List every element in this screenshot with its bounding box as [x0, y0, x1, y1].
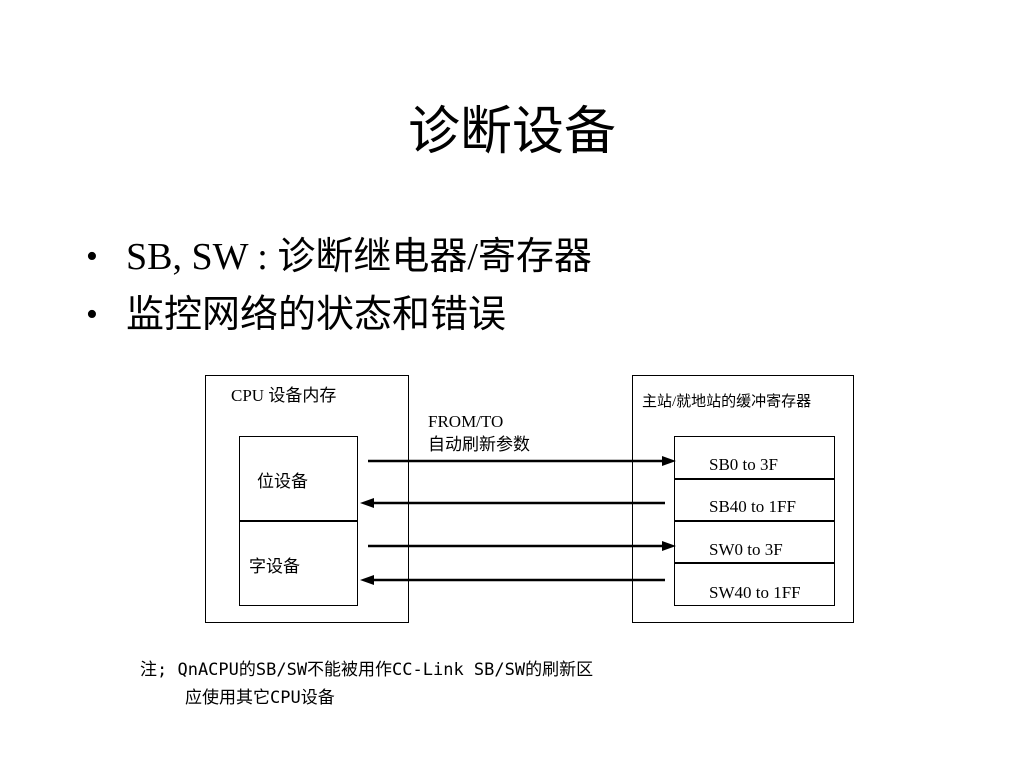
range-label: SB40 to 1FF [709, 497, 796, 516]
refresh-label-line2: 自动刷新参数 [428, 435, 530, 454]
bullet-list: • SB, SW : 诊断继电器/寄存器 • 监控网络的状态和错误 [86, 228, 592, 344]
range-box [674, 436, 835, 480]
slide-title: 诊断设备 [407, 102, 616, 162]
buffer-memory-box [632, 375, 854, 623]
range-box [674, 478, 835, 522]
footnote: 注; QnACPU的SB/SW不能被用作CC-Link SB/SW的刷新区 应使… [140, 656, 593, 712]
range-box [674, 520, 835, 564]
word-device-box [239, 520, 358, 606]
arrow-left-icon [360, 575, 665, 585]
bit-device-label: 位设备 [257, 472, 308, 491]
cpu-memory-box [205, 375, 409, 623]
footnote-line1: 注; QnACPU的SB/SW不能被用作CC-Link SB/SW的刷新区 [140, 660, 594, 680]
range-label: SB0 to 3F [709, 455, 778, 474]
refresh-label-line1: FROM/TO [428, 412, 504, 431]
arrow-right-icon [368, 541, 676, 551]
buffer-memory-title: 主站/就地站的缓冲寄存器 [642, 394, 812, 410]
range-label: SW40 to 1FF [709, 583, 801, 602]
range-label: SW0 to 3F [709, 540, 783, 559]
bullet-item: • SB, SW : 诊断继电器/寄存器 [86, 228, 592, 286]
bullet-dot-icon: • [86, 238, 98, 275]
bit-device-box [239, 436, 358, 522]
bullet-dot-icon: • [86, 296, 98, 333]
bullet-text: SB, SW : 诊断继电器/寄存器 [126, 236, 592, 278]
arrow-left-icon [360, 498, 665, 508]
bullet-item: • 监控网络的状态和错误 [86, 286, 592, 344]
word-device-label: 字设备 [249, 557, 300, 576]
bullet-text: 监控网络的状态和错误 [126, 294, 507, 336]
arrow-right-icon [368, 456, 676, 466]
cpu-memory-title: CPU 设备内存 [231, 386, 337, 405]
footnote-line2: 应使用其它CPU设备 [185, 688, 335, 708]
range-box [674, 562, 835, 606]
